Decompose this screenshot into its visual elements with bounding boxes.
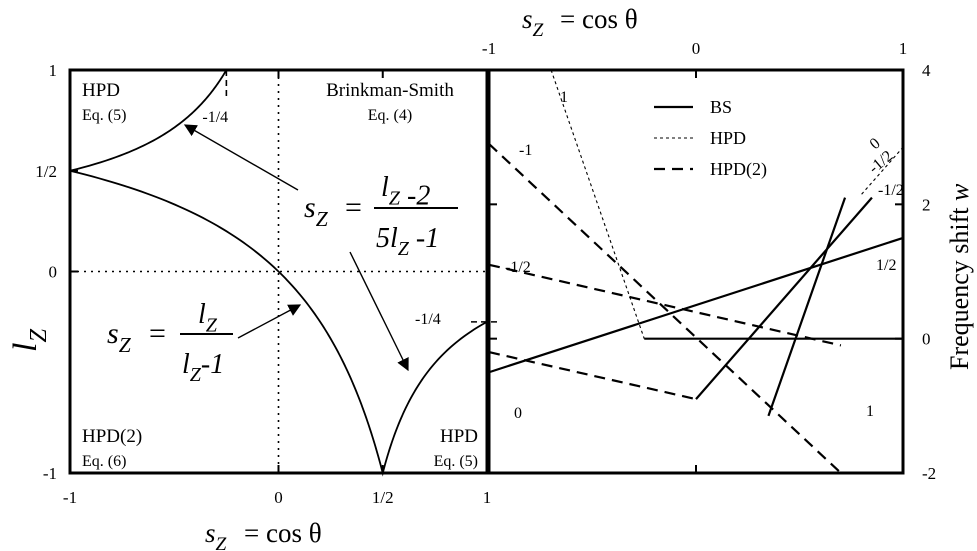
series-line [861, 146, 904, 195]
equation-lower: sZ = lZ lZ-1 [107, 299, 233, 386]
y-axis-title: lZ [7, 329, 52, 352]
curve-label: 0 [514, 405, 522, 422]
arrow-to-upper-curve [183, 124, 299, 191]
y-axis-title: Frequency shift w [945, 183, 974, 370]
y-tick-label: -1 [43, 464, 57, 483]
legend: BS HPD HPD(2) [654, 97, 767, 180]
equation-denominator: lZ-1 [182, 349, 224, 386]
curve-label: 1/2 [876, 257, 896, 274]
y-tick-label: 0 [922, 330, 931, 349]
y-tick-label: 1 [49, 61, 58, 80]
equation-equals: = [149, 317, 166, 350]
x-tick-label: 1/2 [372, 488, 394, 507]
y-tick-label: 4 [922, 61, 931, 80]
legend-label: BS [710, 97, 732, 117]
y-tick-label: 1/2 [35, 162, 57, 181]
y-tick-label: 2 [922, 195, 931, 214]
region-label: Brinkman-Smith [326, 80, 454, 101]
equation-equals: = [345, 191, 362, 224]
curve-label: -1/2 [866, 147, 897, 177]
region-equation: Eq. (5) [434, 453, 478, 470]
curve-upper [69, 69, 228, 172]
right-plot-frame [487, 68, 905, 475]
curve-label: 1 [560, 89, 568, 106]
region-equation: Eq. (6) [82, 453, 126, 470]
y-tick-label: 0 [49, 263, 58, 282]
y-axis-title-text: lZ [7, 329, 52, 352]
x-axis-title-s: sZ [205, 518, 227, 551]
x-tick-label: 1 [483, 488, 492, 507]
series-line [488, 351, 697, 401]
legend-label: HPD [710, 128, 746, 148]
marker-label: -1/4 [202, 109, 228, 126]
equation-lhs: sZ [107, 317, 132, 357]
equation-lhs: sZ [304, 191, 329, 231]
marker-label: -1/4 [415, 311, 441, 328]
region-equation: Eq. (5) [82, 107, 126, 124]
x-tick-label: 0 [692, 39, 701, 58]
series-line [488, 236, 904, 374]
region-label: HPD [82, 80, 120, 101]
arrow-to-lower-curve [237, 304, 302, 339]
x-axis-title-rest: = cos θ [560, 4, 638, 34]
x-tick-label: 0 [274, 488, 283, 507]
equation-upper: sZ = lZ -2 5lZ -1 [304, 172, 458, 260]
equation-denominator: 5lZ -1 [376, 223, 439, 260]
series-line [488, 263, 842, 347]
x-tick-label: -1 [482, 39, 496, 58]
curve-label: -1/2 [505, 259, 531, 276]
x-axis-title-rest: = cos θ [244, 518, 322, 548]
series-line [550, 69, 645, 339]
x-tick-label: -1 [63, 488, 77, 507]
legend-label: HPD(2) [710, 159, 767, 180]
x-tick-label: 1 [899, 39, 908, 58]
y-tick-label: -2 [922, 464, 936, 483]
curve-label: -1/2 [878, 182, 904, 199]
x-axis-title-top: sZ = cos θ [522, 4, 638, 41]
curve-lower [69, 169, 488, 477]
region-label: HPD(2) [82, 426, 142, 447]
x-axis-title-s: sZ [522, 4, 544, 41]
curve-label: -1 [519, 142, 532, 159]
arrow-to-lower-right-curve [349, 251, 409, 372]
series-line [488, 143, 842, 474]
equation-numerator: lZ -2 [381, 172, 430, 211]
curve-label: 1 [866, 403, 874, 420]
equation-numerator: lZ [198, 299, 218, 336]
region-equation: Eq. (4) [368, 107, 412, 124]
x-axis-title-bottom: sZ = cos θ [205, 518, 322, 551]
region-label: HPD [440, 426, 478, 447]
series-line [767, 197, 847, 417]
